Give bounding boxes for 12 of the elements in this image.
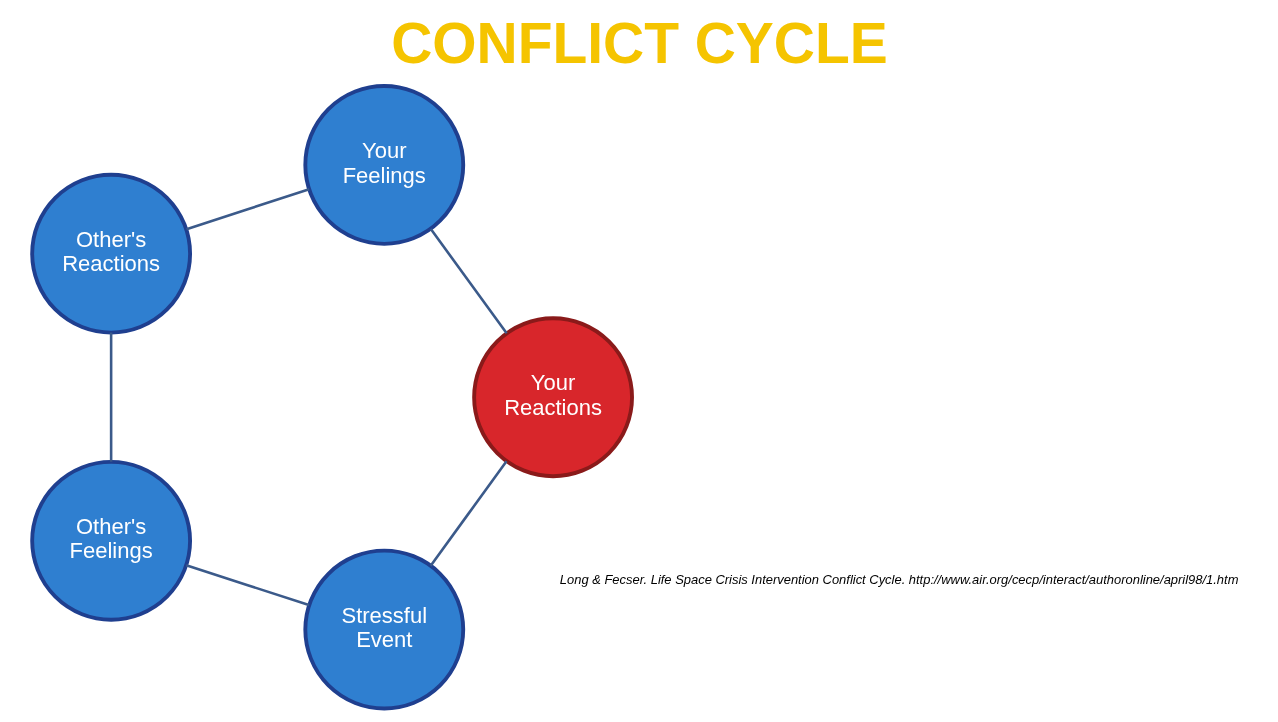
node-circle: Other's Reactions — [30, 172, 192, 335]
node-circle: Your Reactions — [472, 316, 634, 479]
connector — [429, 228, 508, 335]
connector — [186, 188, 310, 231]
diagram-title: CONFLICT CYCLE — [391, 10, 888, 75]
node-circle: Your Feelings — [303, 84, 466, 246]
connector — [185, 564, 310, 607]
connector — [109, 332, 113, 462]
caption: Long & Fecser. Life Space Crisis Intervention Conflict Cycle. http://www.air.org/cecp/interact/authoronline/april98/1.htm — [559, 572, 1239, 588]
connector — [429, 460, 508, 567]
node-circle: Other's Feelings — [30, 459, 192, 622]
node-circle: Stressful Event — [303, 548, 466, 711]
